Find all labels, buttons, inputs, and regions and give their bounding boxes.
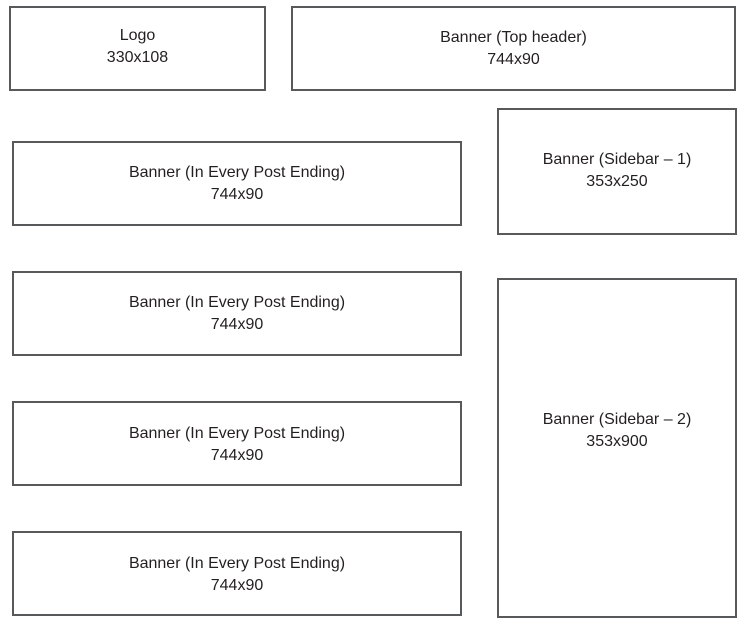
post-ending-banner-4-label: Banner (In Every Post Ending) xyxy=(128,555,346,572)
top-header-banner-size: 744x90 xyxy=(487,51,540,68)
post-ending-banner-3-size: 744x90 xyxy=(210,447,264,464)
post-ending-banner-2: Banner (In Every Post Ending) 744x90 xyxy=(12,271,462,356)
post-ending-banner-4: Banner (In Every Post Ending) 744x90 xyxy=(12,531,462,616)
sidebar-banner-2-size: 353x900 xyxy=(586,433,648,450)
logo-label: Logo xyxy=(119,27,156,44)
post-ending-banner-1-label: Banner (In Every Post Ending) xyxy=(128,164,346,181)
post-ending-banner-3: Banner (In Every Post Ending) 744x90 xyxy=(12,401,462,486)
sidebar-banner-2: Banner (Sidebar – 2) 353x900 xyxy=(497,278,737,618)
sidebar-banner-1-label: Banner (Sidebar – 1) xyxy=(542,151,692,168)
post-ending-banner-3-label: Banner (In Every Post Ending) xyxy=(128,425,346,442)
post-ending-banner-4-size: 744x90 xyxy=(210,577,264,594)
top-header-banner: Banner (Top header) 744x90 xyxy=(291,6,736,91)
top-header-banner-label: Banner (Top header) xyxy=(440,29,587,46)
logo-placeholder: Logo 330x108 xyxy=(9,6,266,91)
sidebar-banner-1: Banner (Sidebar – 1) 353x250 xyxy=(497,108,737,235)
sidebar-banner-1-size: 353x250 xyxy=(586,173,648,190)
post-ending-banner-1-size: 744x90 xyxy=(210,186,264,203)
post-ending-banner-2-size: 744x90 xyxy=(210,316,264,333)
post-ending-banner-2-label: Banner (In Every Post Ending) xyxy=(128,294,346,311)
logo-size: 330x108 xyxy=(106,49,169,66)
sidebar-banner-2-label: Banner (Sidebar – 2) xyxy=(542,411,692,428)
post-ending-banner-1: Banner (In Every Post Ending) 744x90 xyxy=(12,141,462,226)
